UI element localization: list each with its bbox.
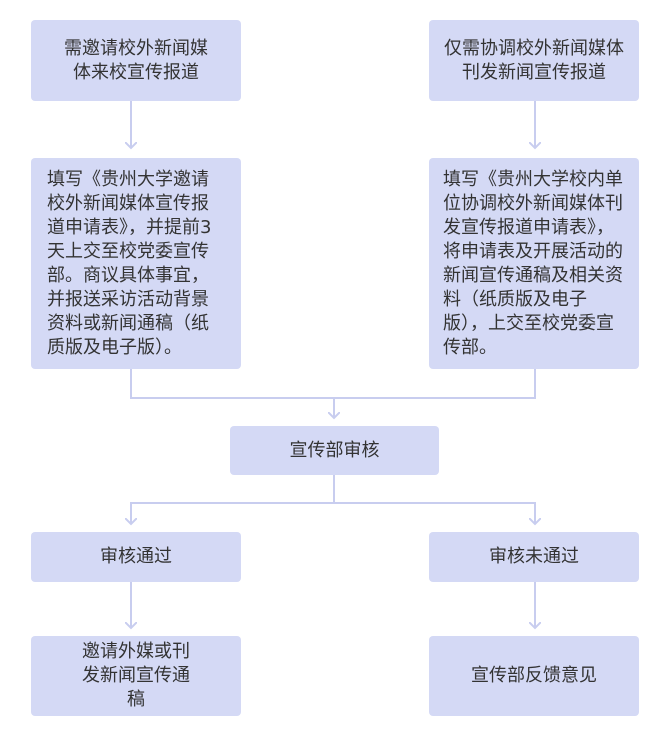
rejected-node: 审核未通过	[429, 532, 639, 582]
review-text: 宣传部审核	[289, 439, 380, 461]
right-start-text: 仅需协调校外新闻媒体刊发新闻宣传报道	[444, 37, 624, 83]
rejected-next-node: 宣传部反馈意见	[429, 636, 639, 716]
left-start-text: 需邀请校外新闻媒体来校宣传报道	[64, 37, 208, 83]
approved-next-node: 邀请外媒或刊发新闻宣传通稿	[31, 636, 241, 716]
rejected-next-text: 宣传部反馈意见	[471, 665, 597, 686]
split-line-right	[334, 502, 535, 524]
left-detail-node: 填写《贵州大学邀请校外新闻媒体宣传报道申请表》，并提前3天上交至校党委宣传部。商…	[31, 158, 241, 369]
review-node: 宣传部审核	[230, 426, 439, 475]
approved-text: 审核通过	[100, 546, 172, 567]
left-detail-text: 填写《贵州大学邀请校外新闻媒体宣传报道申请表》，并提前3天上交至校党委宣传部。商…	[47, 168, 212, 358]
approved-next-text: 邀请外媒或刊发新闻宣传通稿	[82, 641, 190, 710]
right-detail-text: 填写《贵州大学校内单位协调校外新闻媒体刊发宣传报道申请表》，将申请表及开展活动的…	[443, 168, 623, 358]
rejected-text: 审核未通过	[489, 546, 579, 567]
left-start-node: 需邀请校外新闻媒体来校宣传报道	[31, 20, 241, 101]
split-line-left	[131, 502, 334, 524]
right-detail-node: 填写《贵州大学校内单位协调校外新闻媒体刊发宣传报道申请表》，将申请表及开展活动的…	[429, 158, 639, 369]
right-start-node: 仅需协调校外新闻媒体刊发新闻宣传报道	[429, 20, 639, 101]
approved-node: 审核通过	[31, 532, 241, 582]
merge-line	[130, 369, 536, 399]
